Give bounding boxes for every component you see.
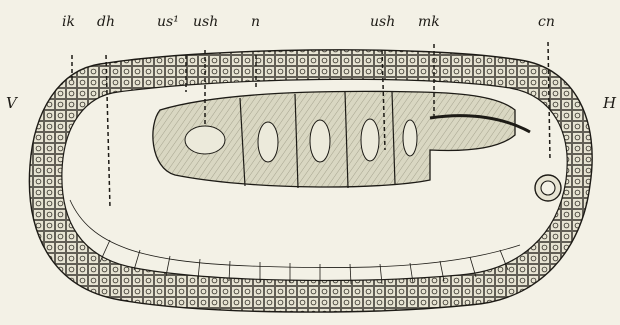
label-n: n (251, 14, 260, 30)
label-dh: dh (97, 14, 115, 30)
label-cn: cn (538, 14, 555, 30)
chorda-core (541, 181, 555, 195)
label-ik: ik (62, 14, 75, 30)
label-ush-right: ush (370, 14, 395, 30)
label-V: V (6, 94, 19, 112)
label-ush-left: ush (193, 14, 218, 30)
label-us1: us¹ (157, 14, 179, 30)
label-mk: mk (418, 14, 440, 30)
label-H: H (602, 94, 617, 112)
